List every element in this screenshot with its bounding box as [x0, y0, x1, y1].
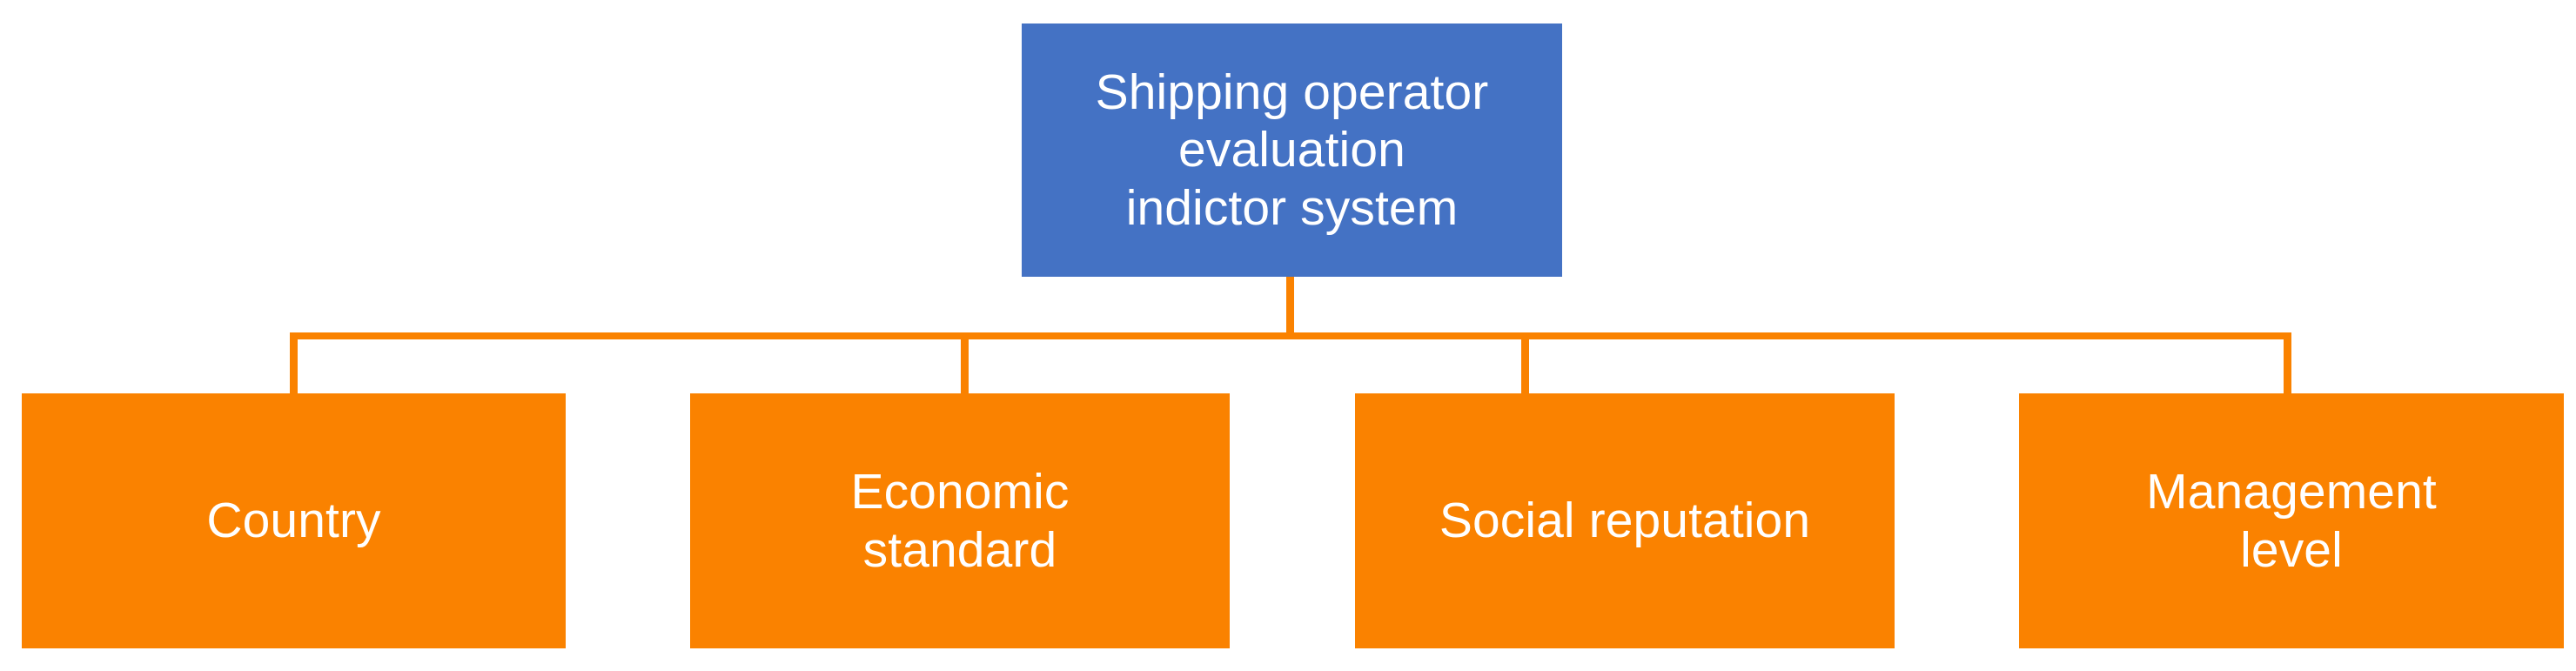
- connector-drop-management-level: [2284, 332, 2291, 393]
- node-child-management-level[interactable]: Management level: [2019, 393, 2564, 648]
- connector-horizontal-trunk: [290, 332, 2291, 339]
- node-child-economic-standard[interactable]: Economic standard: [690, 393, 1230, 648]
- node-child-country[interactable]: Country: [22, 393, 566, 648]
- node-root-shipping-operator-evaluation-indictor-system[interactable]: Shipping operator evaluation indictor sy…: [1022, 23, 1562, 277]
- node-child-social-reputation[interactable]: Social reputation: [1355, 393, 1895, 648]
- connector-drop-social-reputation: [1521, 332, 1529, 393]
- connector-drop-economic-standard: [961, 332, 969, 393]
- connector-drop-country: [290, 332, 298, 393]
- connector-root-stub: [1286, 277, 1294, 334]
